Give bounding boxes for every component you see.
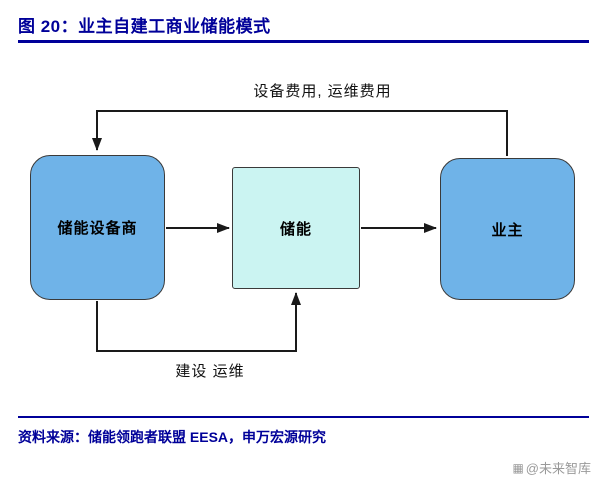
grid-icon: ▦ xyxy=(512,460,524,475)
node-storage-label: 储能 xyxy=(279,220,312,238)
source-text: 资料来源：储能领跑者联盟 EESA，申万宏源研究 xyxy=(18,429,327,445)
figure-title: 图 20：业主自建工商业储能模式 xyxy=(18,17,271,36)
arrow-owner-to-supplier xyxy=(92,110,508,156)
node-owner-label: 业主 xyxy=(491,221,524,239)
node-owner: 业主 xyxy=(440,158,575,300)
footer-divider xyxy=(18,416,589,418)
title-divider xyxy=(18,40,589,43)
arrow-supplier-to-storage-bottom xyxy=(96,292,301,352)
node-supplier-label: 储能设备商 xyxy=(57,220,138,237)
node-storage: 储能 xyxy=(232,167,360,289)
bottom-flow-label: 建设 运维 xyxy=(175,363,245,380)
top-flow-label: 设备费用, 运维费用 xyxy=(253,83,392,100)
watermark: ▦ @未来智库 xyxy=(512,458,591,477)
watermark-text: @未来智库 xyxy=(525,461,591,476)
node-supplier: 储能设备商 xyxy=(30,155,165,300)
